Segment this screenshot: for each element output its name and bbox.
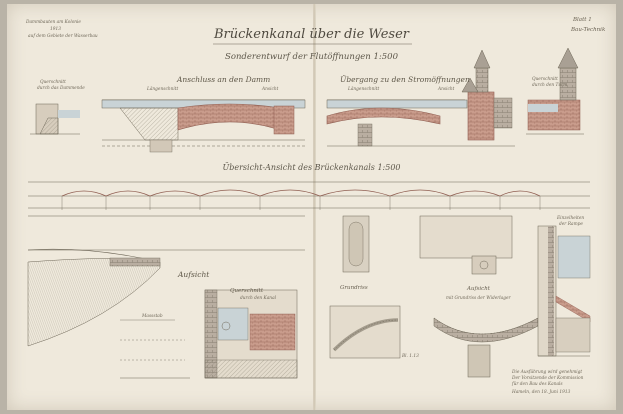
- querschnitt-sub: durch den Kanal: [240, 296, 277, 301]
- plate-mark: Bl. 1.13: [402, 354, 419, 359]
- sheet-fold: [313, 4, 316, 410]
- signature-line-2: Der Vorsitzende der Kommission: [512, 376, 584, 381]
- aufsicht-right-sub: mit Grundriss der Widerlager: [446, 296, 511, 301]
- right-detail: [537, 225, 591, 357]
- left-section-label: Querschnitt: [40, 80, 66, 85]
- right-cross-section: [526, 47, 584, 135]
- overview-elevation: [28, 181, 590, 210]
- grundriss-label: Grundriss: [340, 285, 368, 291]
- canal-cross-section: [204, 289, 298, 379]
- left-section-sub: durch das Dammende: [37, 86, 85, 91]
- uebergang-title: Übergang zu den Stromöffnungen: [340, 75, 470, 84]
- right-section-sub: durch den Turm: [532, 83, 568, 88]
- elevation-subtitle: Sonderentwurf der Flutöffnungen 1:500: [225, 52, 398, 62]
- uebergang-left: Längenschnitt: [348, 87, 380, 92]
- top-left-note-2: 1913: [50, 27, 61, 32]
- top-left-note-1: Dammbauten am Kolonie: [26, 20, 81, 25]
- top-left-note-3: auf dem Gebiete der Wasserbau: [28, 34, 98, 39]
- signature-line-3: für den Bau des Kanals: [512, 382, 563, 387]
- scale-note: Massstab: [142, 314, 163, 319]
- drawing-sheet: [7, 4, 616, 410]
- anschluss-title: Anschluss an den Damm: [177, 75, 271, 84]
- signature-date: Hameln, den 18. Juni 1913: [512, 390, 571, 395]
- elevation-anschluss: [101, 99, 306, 153]
- overview-subtitle: Übersicht-Ansicht des Brückenkanals 1:50…: [222, 163, 401, 172]
- sheet-number: Blatt 1: [573, 17, 592, 23]
- aufsicht-left-label: Aufsicht: [178, 270, 210, 279]
- aufsicht-right-label: Aufsicht: [467, 286, 490, 292]
- elevation-uebergang: [326, 49, 515, 147]
- plan-left: [27, 215, 305, 379]
- grundriss: [329, 215, 401, 359]
- signature-line-1: Die Ausführung wird genehmigt: [512, 370, 583, 375]
- right-detail-sub: der Rampe: [559, 222, 583, 227]
- right-detail-label: Einzelheiten: [557, 216, 585, 221]
- anschluss-right: Ansicht: [262, 87, 279, 92]
- querschnitt-label: Querschnitt: [230, 288, 264, 294]
- right-section-label: Querschnitt: [532, 77, 558, 82]
- sheet-category: Bau-Technik: [571, 27, 606, 33]
- uebergang-right: Ansicht: [438, 87, 455, 92]
- anschluss-left: Längenschnitt: [147, 87, 179, 92]
- sheet-title: Brückenkanal über die Weser: [213, 27, 410, 42]
- left-cross-section: [30, 103, 80, 135]
